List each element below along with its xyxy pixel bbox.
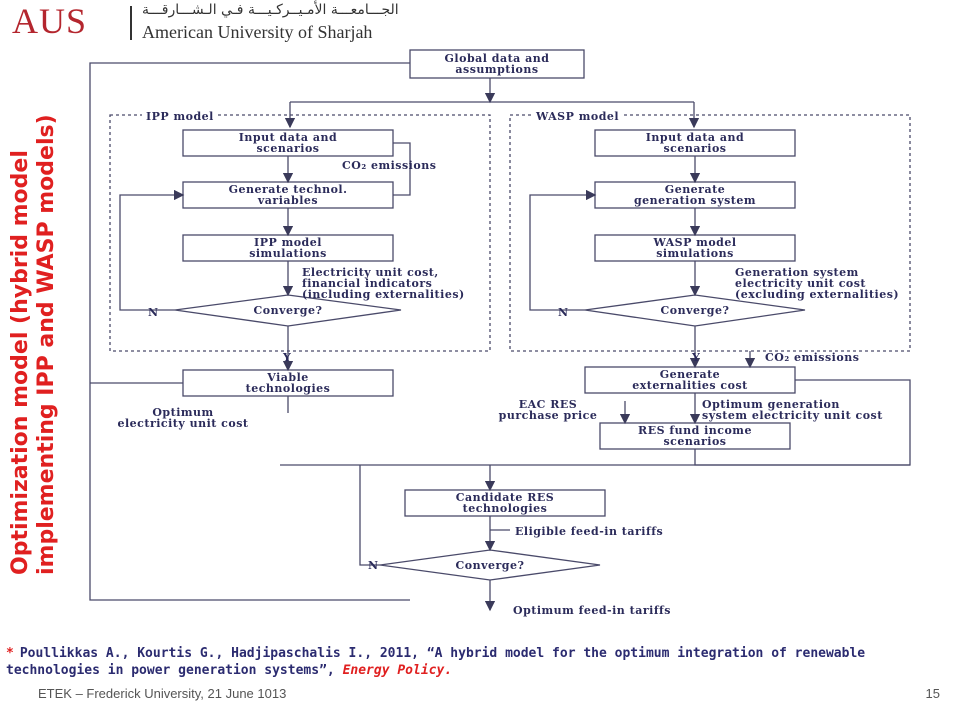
eligible-tariffs-label: Eligible feed-in tariffs xyxy=(515,525,664,538)
wasp-simulations-box: WASP model simulations xyxy=(653,236,737,260)
ipp-generate-box: Generate technol. variables xyxy=(228,183,348,207)
logo-divider xyxy=(130,6,132,40)
wasp-cost-label: Generation system electricity unit cost … xyxy=(735,266,900,301)
wasp-no-label: N xyxy=(558,306,569,319)
externalities-cost-box: Generate externalities cost xyxy=(632,368,748,392)
logo-arabic: الجـــامعـــة الأمـيــركـيـــة فـي الـشـ… xyxy=(142,2,399,18)
flowchart-lines xyxy=(89,49,911,612)
ipp-co2-label: CO₂ emissions xyxy=(342,159,437,172)
wasp-converge-diamond: Converge? xyxy=(660,304,730,317)
ipp-cost-label: Electricity unit cost, financial indicat… xyxy=(302,266,465,301)
ipp-simulations-box: IPP model simulations xyxy=(249,236,327,260)
ipp-converge-diamond: Converge? xyxy=(253,304,323,317)
ipp-no-label: N xyxy=(148,306,159,319)
citation-journal: Energy Policy. xyxy=(342,663,453,678)
wasp-generate-box: Generate generation system xyxy=(633,183,757,207)
citation-text: Poullikkas A., Kourtis G., Hadjipaschali… xyxy=(6,646,866,678)
ipp-yes-label: Y xyxy=(283,351,292,364)
candidate-res-box: Candidate RES technologies xyxy=(455,491,555,515)
viable-technologies-box: Viable technologies xyxy=(245,371,331,395)
slide-title: Optimization model (hybrid model impleme… xyxy=(8,114,59,575)
citation-star: * xyxy=(6,646,14,661)
citation: *Poullikkas A., Kourtis G., Hadjipaschal… xyxy=(6,645,926,679)
wasp-input-box: Input data and scenarios xyxy=(645,131,745,155)
wasp-group-label: WASP model xyxy=(532,111,624,122)
ipp-group-label: IPP model xyxy=(142,111,218,122)
footer-text: ETEK – Frederick University, 21 June 101… xyxy=(38,686,287,701)
wasp-co2-label: CO₂ emissions xyxy=(765,351,860,364)
logo-short: AUS xyxy=(12,1,88,41)
ipp-optimum-label: Optimum electricity unit cost xyxy=(117,406,249,430)
ipp-input-box: Input data and scenarios xyxy=(238,131,338,155)
final-converge-diamond: Converge? xyxy=(455,558,525,572)
logo-english: American University of Sharjah xyxy=(142,22,373,42)
optimum-tariffs-label: Optimum feed-in tariffs xyxy=(513,604,671,617)
wasp-optimum-label: Optimum generation system electricity un… xyxy=(702,398,883,422)
flowchart: Global data and assumptions IPP model WA… xyxy=(80,45,940,630)
wasp-yes-label: Y xyxy=(692,351,701,364)
res-fund-box: RES fund income scenarios xyxy=(638,424,752,448)
final-no-label: N xyxy=(368,559,379,572)
page-number: 15 xyxy=(925,686,940,701)
global-data-box: Global data and assumptions xyxy=(444,52,550,76)
eac-res-label: EAC RES purchase price xyxy=(498,398,598,422)
